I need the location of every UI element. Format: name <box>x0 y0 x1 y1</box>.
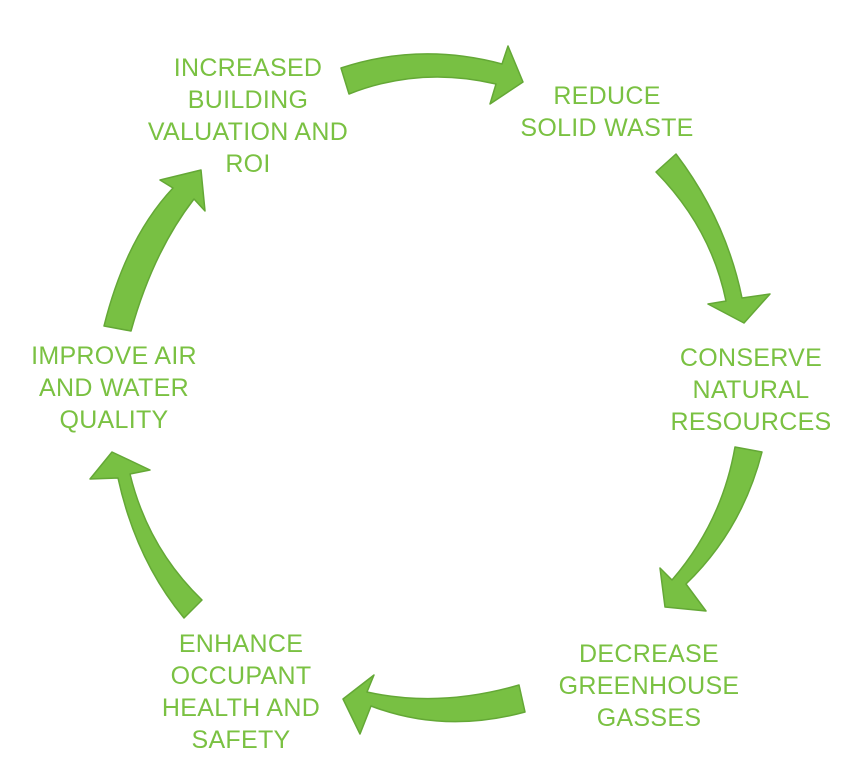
step-label-reduce-solid-waste: REDUCE SOLID WASTE <box>520 82 694 142</box>
curved-arrow-icon <box>342 674 526 735</box>
step-label-air-water-quality: IMPROVE AIR AND WATER QUALITY <box>31 342 197 434</box>
curved-arrow-icon <box>659 446 763 612</box>
step-label-valuation: INCREASED BUILDING VALUATION AND ROI <box>147 54 349 178</box>
step-label-conserve-resources: CONSERVE NATURAL RESOURCES <box>670 344 832 436</box>
curved-arrow-icon <box>340 45 524 105</box>
curved-arrow-icon <box>89 451 203 619</box>
curved-arrow-icon <box>655 153 771 324</box>
curved-arrow-icon <box>103 169 206 332</box>
step-label-decrease-greenhouse: DECREASE GREENHOUSE GASSES <box>558 640 740 732</box>
step-label-occupant-health: ENHANCE OCCUPANT HEALTH AND SAFETY <box>161 630 321 754</box>
